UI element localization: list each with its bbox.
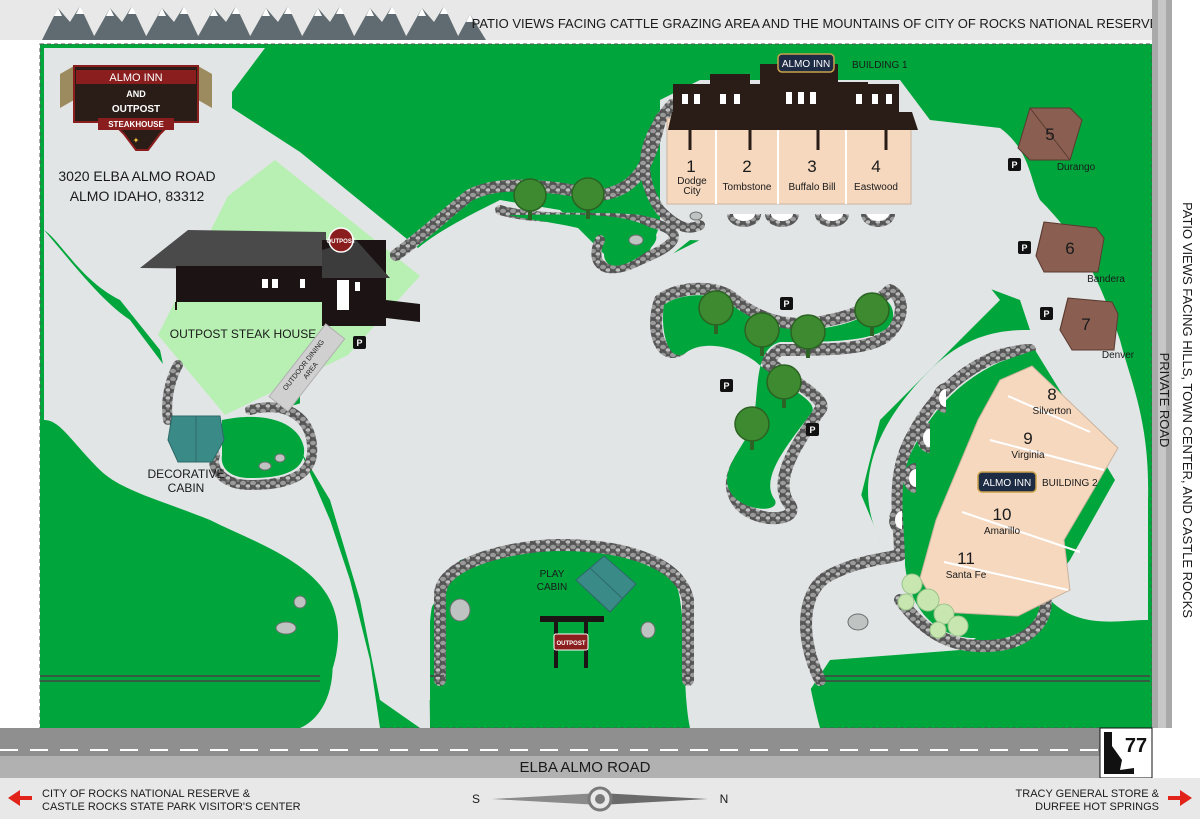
- cabin-7[interactable]: 7 Denver: [1059, 297, 1135, 361]
- arrow-east-icon: [1180, 790, 1192, 806]
- building-1-label: BUILDING 1: [852, 60, 908, 71]
- svg-text:P: P: [1021, 243, 1027, 253]
- compass-north-label: N: [720, 792, 729, 806]
- parking-marker: P: [1008, 158, 1021, 171]
- svg-text:7: 7: [1081, 315, 1090, 334]
- svg-text:P: P: [1011, 160, 1017, 170]
- svg-text:AND: AND: [126, 89, 146, 99]
- east-destination-line1: TRACY GENERAL STORE &: [1016, 788, 1160, 800]
- fences: [40, 675, 1150, 682]
- unit-4[interactable]: 4 Eastwood: [854, 157, 898, 193]
- svg-text:Silverton: Silverton: [1033, 406, 1072, 417]
- west-destination-line2: CASTLE ROCKS STATE PARK VISITOR'S CENTER: [42, 801, 301, 813]
- svg-text:3: 3: [807, 157, 816, 176]
- svg-text:10: 10: [993, 505, 1012, 524]
- svg-text:OUTPOST: OUTPOST: [112, 104, 160, 115]
- svg-text:1: 1: [686, 157, 695, 176]
- unit-2[interactable]: 2 Tombstone: [723, 157, 772, 193]
- address-line1: 3020 ELBA ALMO ROAD: [58, 168, 215, 184]
- play-cabin-label-2: CABIN: [537, 582, 568, 593]
- svg-text:5: 5: [1045, 125, 1054, 144]
- svg-text:OUTPOST: OUTPOST: [556, 641, 585, 647]
- parking-marker: P: [806, 423, 819, 436]
- central-island: [662, 295, 894, 509]
- parking-marker: P: [353, 336, 366, 349]
- east-destination-line2: DURFEE HOT SPRINGS: [1035, 801, 1159, 813]
- west-destination-line1: CITY OF ROCKS NATIONAL RESERVE &: [42, 788, 251, 800]
- unit-1[interactable]: 1 Dodge City: [677, 157, 707, 197]
- parking-marker: P: [720, 379, 733, 392]
- building-1: ALMO INN: [666, 53, 918, 205]
- svg-text:Bandera: Bandera: [1087, 274, 1125, 285]
- address-line2: ALMO IDAHO, 83312: [70, 188, 205, 204]
- svg-text:Santa Fe: Santa Fe: [946, 570, 987, 581]
- svg-text:P: P: [356, 338, 362, 348]
- patio-views-east-label: PATIO VIEWS FACING HILLS, TOWN CENTER, A…: [1180, 202, 1195, 618]
- almo-inn-logo: ALMO INN AND OUTPOST STEAKHOUSE ✦: [60, 65, 212, 151]
- svg-text:P: P: [723, 381, 729, 391]
- svg-text:Durango: Durango: [1057, 162, 1096, 173]
- parking-marker: P: [1018, 241, 1031, 254]
- outpost-sign: OUTPOST: [326, 239, 355, 245]
- decorative-cabin-label-2: CABIN: [168, 481, 205, 495]
- steakhouse-label: OUTPOST STEAK HOUSE: [170, 327, 316, 341]
- main-road-label: ELBA ALMO ROAD: [520, 759, 651, 776]
- arrow-west-icon: [8, 790, 20, 806]
- svg-text:Buffalo Bill: Buffalo Bill: [788, 182, 835, 193]
- svg-text:Amarillo: Amarillo: [984, 526, 1021, 537]
- unit-11[interactable]: 11 Santa Fe: [946, 549, 987, 581]
- svg-text:6: 6: [1065, 239, 1074, 258]
- playground-sign: OUTPOST: [540, 616, 604, 668]
- unit-8[interactable]: 8 Silverton: [1033, 385, 1072, 417]
- private-road-label: PRIVATE ROAD: [1157, 353, 1172, 448]
- decorative-cabin-label-1: DECORATIVE: [147, 467, 224, 481]
- trees: [513, 177, 890, 450]
- southwest-lawn: [44, 420, 333, 728]
- svg-text:STEAKHOUSE: STEAKHOUSE: [108, 120, 164, 129]
- play-cabin-label-1: PLAY: [540, 569, 565, 580]
- svg-text:8: 8: [1047, 385, 1056, 404]
- svg-text:Denver: Denver: [1102, 350, 1135, 361]
- parking-marker: P: [1040, 307, 1053, 320]
- svg-text:ALMO INN: ALMO INN: [109, 72, 162, 84]
- cabin-5[interactable]: 5 Durango: [1017, 107, 1096, 173]
- unit-3[interactable]: 3 Buffalo Bill: [788, 157, 835, 193]
- svg-text:9: 9: [1023, 429, 1032, 448]
- svg-text:2: 2: [742, 157, 751, 176]
- play-cabin[interactable]: [575, 555, 637, 613]
- mountains-graphic: [42, 6, 486, 40]
- building-2-label: BUILDING 2: [1042, 478, 1098, 489]
- svg-text:4: 4: [871, 157, 880, 176]
- svg-text:77: 77: [1125, 735, 1147, 757]
- svg-text:P: P: [1043, 309, 1049, 319]
- svg-text:P: P: [809, 425, 815, 435]
- route-77-sign: 77: [1099, 727, 1153, 779]
- compass-south-label: S: [472, 792, 480, 806]
- shrubs: [897, 573, 969, 639]
- svg-text:Dodge: Dodge: [677, 176, 707, 187]
- svg-text:City: City: [683, 186, 700, 197]
- parking-marker: P: [780, 297, 793, 310]
- unit-10[interactable]: 10 Amarillo: [984, 505, 1021, 537]
- boulders: [258, 211, 869, 639]
- svg-text:11: 11: [957, 549, 975, 568]
- building-2-sign: ALMO INN: [983, 478, 1031, 489]
- patio-views-north-label: PATIO VIEWS FACING CATTLE GRAZING AREA A…: [472, 16, 1159, 31]
- cabin-6[interactable]: 6 Bandera: [1035, 221, 1125, 285]
- svg-text:✦: ✦: [133, 136, 140, 145]
- svg-text:Eastwood: Eastwood: [854, 182, 898, 193]
- svg-text:P: P: [783, 299, 789, 309]
- compass-icon: [492, 786, 708, 812]
- svg-text:Virginia: Virginia: [1011, 450, 1045, 461]
- outpost-steakhouse-building[interactable]: OUTPOST: [140, 227, 420, 326]
- decorative-cabin: [167, 415, 225, 463]
- building-1-sign: ALMO INN: [782, 59, 830, 70]
- unit-9[interactable]: 9 Virginia: [1011, 429, 1045, 461]
- svg-text:Tombstone: Tombstone: [723, 182, 772, 193]
